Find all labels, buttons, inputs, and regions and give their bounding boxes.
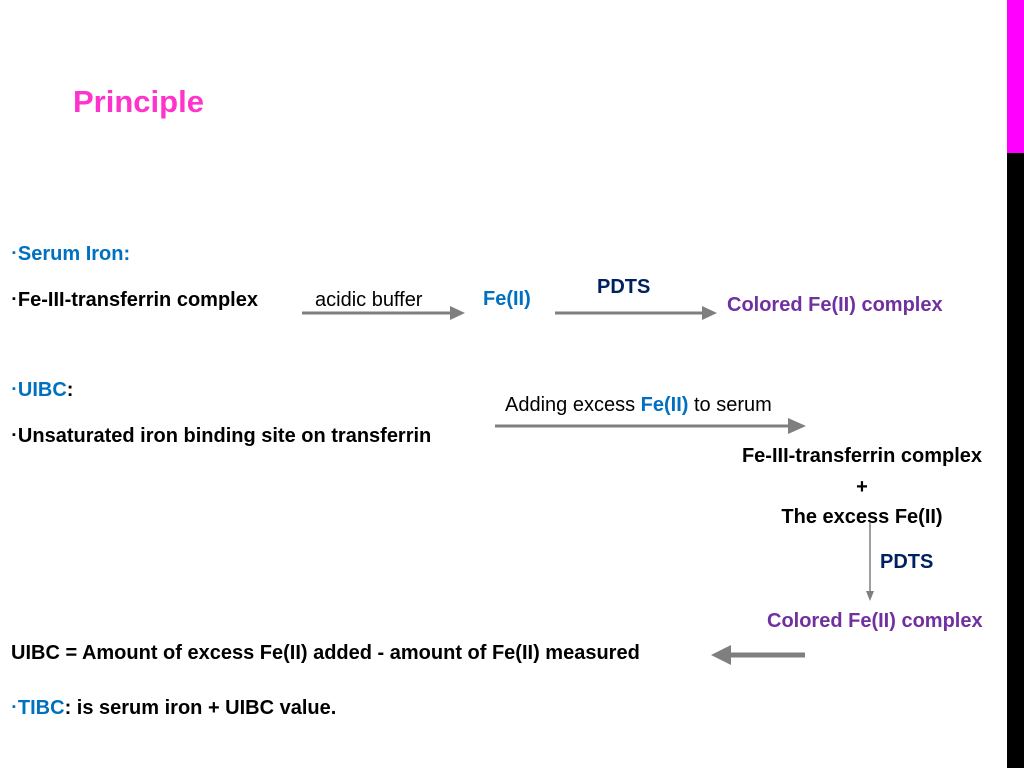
slide-side-bar: [1007, 0, 1024, 768]
uibc-heading-colon: :: [66, 379, 74, 401]
tibc-heading: TIBC: [17, 697, 65, 719]
uibc-mix-line1: Fe-III-transferrin complex: [741, 445, 983, 467]
arrow-acidic-buffer: [302, 306, 465, 320]
serum-iron-product: Colored Fe(II) complex: [727, 294, 943, 316]
pdts-label-serum: PDTS: [597, 276, 651, 298]
tibc-definition-text: : is serum iron + UIBC value.: [64, 697, 337, 719]
uibc-substrate-text: Unsaturated iron binding site on transfe…: [17, 425, 432, 447]
uibc-product: Colored Fe(II) complex: [767, 610, 983, 632]
adding-excess-label: Adding excess Fe(II) to serum: [505, 394, 772, 417]
adding-excess-label-post: to serum: [688, 394, 772, 416]
bullet-icon: ▪: [12, 247, 16, 259]
uibc-heading: ▪UIBC:: [12, 379, 73, 402]
bullet-icon: ▪: [12, 383, 16, 395]
uibc-equation: UIBC = Amount of excess Fe(II) added - a…: [11, 642, 640, 664]
adding-excess-label-fe2: Fe(II): [640, 394, 689, 416]
uibc-heading-text: UIBC: [17, 379, 67, 401]
serum-iron-substrate-text: Fe-III-transferrin complex: [17, 289, 258, 311]
uibc-substrate: ▪Unsaturated iron binding site on transf…: [12, 425, 431, 448]
arrow-pdts-serum: [555, 306, 717, 320]
bullet-icon: ▪: [12, 293, 16, 305]
serum-iron-heading: ▪Serum Iron:: [12, 243, 130, 266]
pdts-label-uibc: PDTS: [880, 551, 934, 573]
bullet-icon: ▪: [12, 701, 16, 713]
acidic-buffer-label: acidic buffer: [315, 289, 423, 311]
arrow-equation: [711, 645, 805, 665]
slide-title: Principle: [73, 84, 204, 119]
bullet-icon: ▪: [12, 429, 16, 441]
fe2-intermediate: Fe(II): [483, 288, 531, 310]
serum-iron-heading-text: Serum Iron:: [17, 243, 131, 265]
uibc-mix-line2: The excess Fe(II): [781, 506, 943, 528]
serum-iron-substrate: ▪Fe-III-transferrin complex: [12, 289, 258, 312]
tibc-definition: ▪TIBC: is serum iron + UIBC value.: [12, 697, 336, 720]
uibc-mix-plus: +: [856, 476, 868, 498]
adding-excess-label-pre: Adding excess: [505, 394, 641, 416]
slide-side-bar-accent: [1007, 0, 1024, 153]
arrow-adding-excess: [495, 418, 806, 434]
arrow-pdts-uibc: [866, 523, 874, 601]
